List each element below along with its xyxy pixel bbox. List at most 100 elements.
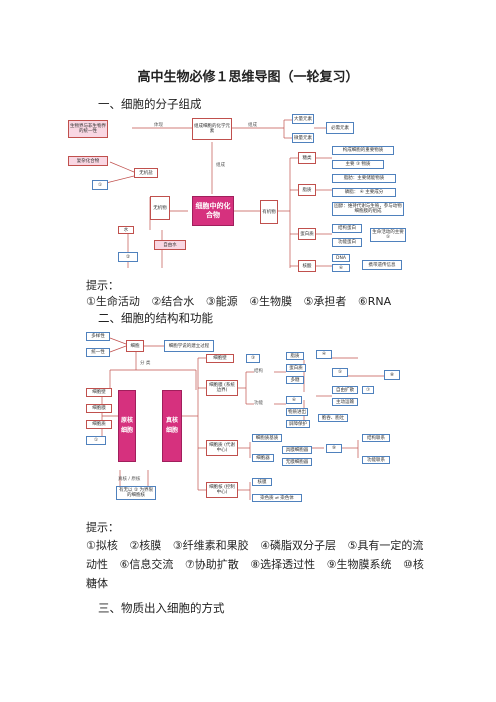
hint-label-2: 提示：	[86, 521, 119, 534]
lipid-item: 固醇：维持代谢与生殖，参与动物细胞膜的组成	[332, 202, 404, 216]
protein-item: 生命活动的主要 ⑤	[370, 228, 406, 242]
nucleus-box: 细胞核 (控制中心)	[206, 482, 238, 498]
structural-link-box: 结构联系	[362, 434, 390, 442]
nucleic-item: 携带遗传信息	[362, 260, 402, 270]
prokaryote-node: 原核细胞	[118, 390, 136, 462]
functional-link-box: 功能联系	[362, 456, 390, 464]
protein-box: 蛋白质	[298, 228, 316, 240]
pro-item: 细胞质	[86, 420, 112, 429]
inorganic-salt-box: 无机盐	[134, 168, 158, 178]
water-box: 水	[118, 226, 134, 234]
lipid-item: 脂肪：主要储能物质	[332, 174, 396, 183]
major-elements-box: 大量元素	[292, 114, 314, 124]
hint-item: ②结合水	[151, 295, 195, 308]
lipid-box: 脂质	[298, 184, 316, 196]
hint-list-2: ①拟核 ②核膜 ③纤维素和果胶 ④磷脂双分子层 ⑤具有一定的流动性 ⑥信息交流 …	[86, 536, 430, 593]
func-item: 屏障保护	[286, 420, 310, 428]
pro-item: 细胞膜	[86, 404, 112, 413]
unity-box: 生物界与非生物界的统一性	[68, 120, 108, 138]
hint-item: ⑩核糖体	[86, 558, 424, 590]
essential-elements-box: 必需元素	[326, 122, 354, 134]
hint-item: ⑤具有一定的流动性	[86, 539, 424, 571]
section-2-heading: 二、细胞的结构和功能	[98, 311, 213, 325]
membrane-box: 细胞膜 (系统边界)	[206, 380, 238, 396]
section-1-heading: 一、细胞的分子组成	[98, 97, 202, 111]
pro-item: 细胞壁	[86, 388, 112, 397]
hint-item: ①生命活动	[86, 295, 140, 308]
section-3-heading: 三、物质出入细胞的方式	[98, 601, 225, 615]
struct-item: 脂质	[286, 352, 304, 360]
nucleic-item: ⑥	[332, 264, 350, 272]
sugar-item: 主要 ③ 物质	[332, 160, 384, 169]
protein-item: 结构蛋白	[332, 224, 362, 233]
nucleic-item: DNA	[332, 254, 350, 262]
unity-box: 统一性	[86, 348, 110, 357]
cell-wall-box: 细胞壁	[206, 354, 234, 363]
sugar-box: 糖类	[298, 152, 316, 164]
hint-item: ⑥RNA	[357, 295, 392, 308]
eukaryote-node: 真核细胞	[162, 390, 182, 462]
organelle-item: 细胞质基质	[252, 434, 282, 442]
hint-item: ⑦协助扩散	[184, 558, 239, 571]
inorganic-box: 无机物	[150, 196, 170, 220]
classify-label: 分 类	[140, 361, 151, 366]
hint-item: ②核膜	[129, 539, 162, 552]
free-water-box: 自由水	[154, 240, 186, 250]
mind-map-molecules: 生物界与非生物界的统一性 体现 组成细胞的化学元素 组成 大量元素 微量元素 必…	[62, 112, 434, 272]
organic-box: 有机物	[260, 200, 278, 224]
matrix-box: 细胞质 (代谢中心)	[206, 440, 238, 456]
cell-theory-box: 细胞学说的建立过程	[164, 340, 214, 352]
func-item: 物质进出	[286, 408, 308, 416]
hint-item: ⑨生物膜系统	[326, 558, 392, 571]
nucleus-difference-box: 有无以 ② 为界限的细胞核	[116, 486, 156, 500]
hint-list-1: ①生命活动 ②结合水 ③能源 ④生物膜 ⑤承担者 ⑥RNA	[86, 292, 426, 311]
hint-item: ④磷脂双分子层	[260, 539, 336, 552]
lipid-item: 磷脂： ④ 主要成分	[332, 188, 396, 197]
organelle-type: 具膜细胞器	[282, 446, 312, 454]
transport-item: 主动运输	[332, 398, 358, 406]
sugar-item: 构成细胞的重要物质	[332, 146, 394, 155]
hint-4-box: ④	[316, 350, 332, 359]
transport-item: ⑦	[362, 386, 374, 394]
hint-label-1: 提示：	[86, 279, 119, 292]
hint-item: ①拟核	[86, 539, 118, 552]
compound-box: 复杂化合物	[68, 156, 108, 166]
hint-item: ③纤维素和果胶	[172, 539, 249, 552]
hint-item: ⑥信息交流	[119, 558, 174, 571]
eu-pro-label: 真核 / 原核	[118, 477, 141, 482]
trace-elements-box: 微量元素	[292, 133, 314, 143]
func-item: ⑥	[286, 396, 302, 404]
mind-map-cell-structure: 多样性 统一性 细胞 细胞学说的建立过程 分 类 原核细胞 真核细胞 细胞壁 细…	[86, 330, 414, 506]
hint-3-box: ③	[246, 354, 260, 363]
hint-9-box: ⑨	[326, 444, 342, 453]
hint-1-box: ①	[92, 180, 108, 190]
elements-box: 组成细胞的化学元素	[192, 118, 232, 140]
core-compounds-node: 细胞中的化合物	[192, 196, 234, 226]
pro-item: ①	[86, 436, 106, 445]
hint-5-box: ⑤	[332, 368, 348, 377]
transport-item: 胞吞、胞吐	[318, 414, 348, 422]
nucleus-item: 染色质 ⇌ 染色体	[252, 494, 302, 502]
organelle-type: 无膜细胞器	[282, 458, 312, 466]
structure-label: 结构	[254, 369, 263, 374]
document-title: 高中生物必修１思维导图（一轮复习）	[137, 70, 359, 85]
bound-water-box: ②	[118, 252, 138, 262]
hint-item: ④生物膜	[249, 295, 292, 308]
struct-item: 多糖	[286, 376, 304, 384]
nucleus-item: 核膜	[252, 478, 272, 486]
struct-item: 蛋白质	[286, 364, 306, 372]
hint-item: ⑤承担者	[303, 295, 347, 308]
function-label: 功能	[254, 401, 263, 406]
protein-item: 功能蛋白	[332, 238, 362, 247]
hint-item: ③能源	[205, 295, 238, 308]
hint-item: ⑧选择透过性	[250, 558, 316, 571]
hint-8-box: ⑧	[384, 370, 400, 380]
cell-box: 细胞	[126, 340, 144, 352]
link-word: 体现	[154, 123, 163, 128]
organelle-item: 细胞器	[252, 454, 274, 462]
transport-item: 自由扩散	[332, 386, 358, 394]
link-word: 组成	[248, 123, 257, 128]
mind-map-1-connectors	[101, 119, 332, 268]
diversity-box: 多样性	[86, 332, 110, 341]
nucleic-box: 核酸	[298, 260, 316, 272]
